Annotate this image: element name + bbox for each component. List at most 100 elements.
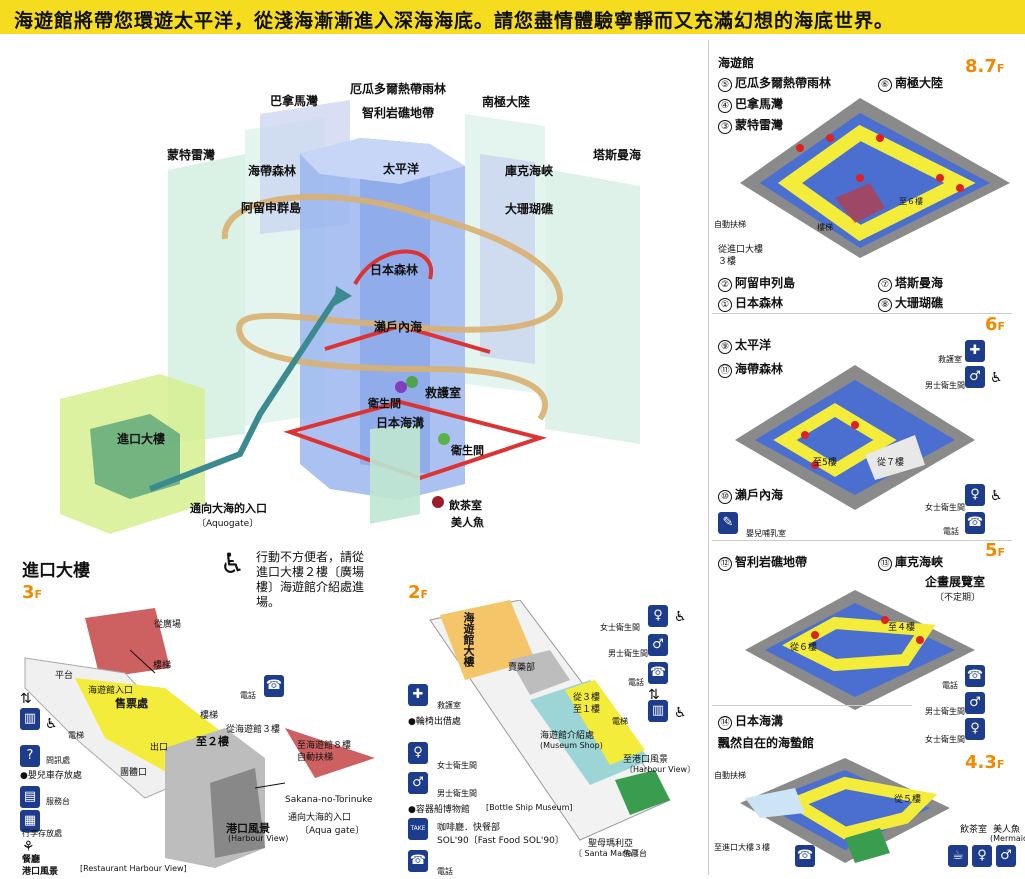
luggage-icon: ▦ bbox=[20, 810, 40, 832]
label-seto: 瀨戶內海 bbox=[374, 320, 423, 334]
label-aquarium-entrance: 海遊館入口 bbox=[88, 686, 134, 696]
service-icon: ▤ bbox=[20, 786, 40, 808]
second-floor: 2F bbox=[408, 582, 429, 603]
label-to-1f: 至１樓 bbox=[573, 705, 601, 715]
f6-first-aid: 救護室 bbox=[938, 355, 962, 364]
f4-phone-icon: ☎ bbox=[795, 845, 815, 867]
label-sol: SOL'90〔Fast Food SOL'90〕 bbox=[437, 836, 564, 846]
label-pacific: 太平洋 bbox=[383, 162, 420, 176]
f5-from-6f: 從６樓 bbox=[790, 643, 818, 653]
label-cook: 庫克海峽 bbox=[505, 164, 554, 178]
label-toilet-1: 衛生間 bbox=[368, 397, 401, 410]
label-aleutian: 阿留申群島 bbox=[241, 201, 302, 215]
label-harbour-en: (Harbour View) bbox=[228, 834, 289, 843]
label-ticket-2: 售票台 bbox=[623, 849, 647, 858]
label-escalator: 自動扶梯 bbox=[297, 753, 334, 763]
label-to-harbour: 至港口風景 bbox=[623, 755, 669, 765]
f5-men: 男士衛生間 bbox=[925, 707, 965, 716]
label-harbour: 港口風景 bbox=[226, 822, 270, 835]
label-tasman: 塔斯曼海 bbox=[593, 148, 642, 162]
f5-women-icon: ♀ bbox=[965, 718, 985, 740]
label-service: 服務台 bbox=[46, 797, 70, 806]
f5-to-4f: 至４樓 bbox=[888, 623, 916, 633]
f8-from-entrance: 從進口大樓 bbox=[718, 245, 764, 255]
label-ticket: 售票處 bbox=[115, 697, 148, 710]
f4-mermaid: 美人魚 bbox=[993, 825, 1021, 835]
label-bottle-museum: ●容器船博物館 bbox=[408, 805, 470, 815]
takeout-icon: TAKE OUT bbox=[408, 818, 428, 854]
divider-right bbox=[708, 40, 709, 875]
first-aid-icon: ✚ bbox=[408, 684, 428, 706]
f4-mermaid-en: (Mermaid) bbox=[990, 834, 1025, 843]
label-men: 男士衛生間 bbox=[437, 789, 477, 798]
f8-building: 海遊館 bbox=[718, 56, 755, 70]
label-to-2f: 至２樓 bbox=[196, 735, 229, 748]
label-from-3f: 從海遊館３樓 bbox=[226, 725, 281, 735]
f6-floor: 6F bbox=[985, 314, 1006, 335]
label-phone-right: 電話 bbox=[628, 678, 644, 687]
f6-baby-icon: ✎ bbox=[718, 512, 738, 534]
label-panama: 巴拿馬灣 bbox=[270, 94, 319, 108]
entrance-title: 進口大樓 bbox=[22, 561, 90, 581]
label-from-plaza: 從廣場 bbox=[154, 620, 182, 630]
label-men-right: 男士衛生間 bbox=[608, 649, 648, 658]
label-ladies: 女士衛生間 bbox=[437, 761, 477, 770]
inquiry-icon: ? bbox=[20, 745, 40, 767]
f4-cafe-icon: ☕ bbox=[948, 845, 968, 867]
label-entrance-building: 進口大樓 bbox=[117, 432, 166, 446]
wheelchair-icon-4: ♿ bbox=[674, 705, 687, 721]
label-stairs-1: 樓梯 bbox=[153, 661, 172, 671]
wheelchair-icon-3: ♿ bbox=[674, 609, 687, 625]
label-wheelchair: ●輪椅出借處 bbox=[408, 717, 461, 727]
label-first-aid: 救護室 bbox=[425, 386, 462, 400]
label-ecuador: 厄瓜多爾熱帶雨林 bbox=[350, 82, 447, 96]
phone-icon-right: ☎ bbox=[648, 662, 668, 684]
label-exit: 出口 bbox=[150, 743, 169, 753]
divider-f6 bbox=[712, 540, 1012, 541]
f5-women: 女士衛生間 bbox=[925, 735, 965, 744]
f5-men-icon: ♂ bbox=[965, 692, 985, 714]
divider-f8 bbox=[712, 313, 1012, 314]
f5-exhibit-sub: 〔不定期〕 bbox=[935, 593, 981, 603]
label-japan-forest: 日本森林 bbox=[370, 263, 419, 277]
label-aquagate: 通向大海的入口 bbox=[190, 502, 267, 515]
label-harbour-en: 〔Harbour View〕 bbox=[625, 765, 696, 774]
f6-wheelchair-icon-2: ♿ bbox=[990, 488, 1003, 504]
label-restaurant-en: [Restaurant Harbour View] bbox=[80, 864, 187, 873]
elevator-box-icon: ▥ bbox=[20, 708, 40, 730]
f8-escalator: 自動扶梯 bbox=[714, 220, 746, 229]
label-aqua-gate-en: 〔Aqua gate〕 bbox=[300, 826, 365, 836]
label-japan-trench: 日本海溝 bbox=[376, 416, 425, 430]
label-toilet-2: 衛生間 bbox=[451, 444, 484, 457]
second-floor-map bbox=[429, 600, 671, 841]
entrance-floor: 3F bbox=[22, 582, 43, 603]
elevator-icon-right: ⇅ bbox=[648, 687, 660, 703]
men-icon-right: ♂ bbox=[648, 634, 668, 656]
f5-floor-map bbox=[745, 590, 975, 710]
elevator-box-right: ▥ bbox=[648, 700, 668, 722]
f8-stairs: 樓梯 bbox=[817, 223, 833, 232]
women-icon-right: ♀ bbox=[648, 605, 668, 627]
men-icon: ♂ bbox=[408, 772, 428, 794]
label-cafe: 咖啡廳．快餐部 bbox=[437, 823, 501, 833]
label-antarctica: 南極大陸 bbox=[482, 95, 531, 109]
f8-floor-map bbox=[740, 98, 1010, 258]
label-women-right: 女士衛生間 bbox=[600, 623, 640, 632]
label-museum-en: (Museum Shop) bbox=[540, 741, 603, 750]
label-inquiry: 問訊處 bbox=[46, 756, 70, 765]
f6-first-aid-icon: ✚ bbox=[965, 340, 985, 362]
f4-to-entrance: 至進口大樓３樓 bbox=[714, 843, 770, 852]
f4-floor-map bbox=[740, 758, 950, 863]
label-aquarium-bldg: 海遊館大樓 bbox=[462, 612, 475, 667]
f6-wheelchair-icon: ♿ bbox=[990, 370, 1003, 386]
title-banner: 海遊館將帶您環遊太平洋，從淺海漸漸進入深海海底。請您盡情體驗寧靜而又充滿幻想的海… bbox=[0, 0, 1025, 34]
label-luggage: 行李存放處 bbox=[22, 829, 62, 838]
